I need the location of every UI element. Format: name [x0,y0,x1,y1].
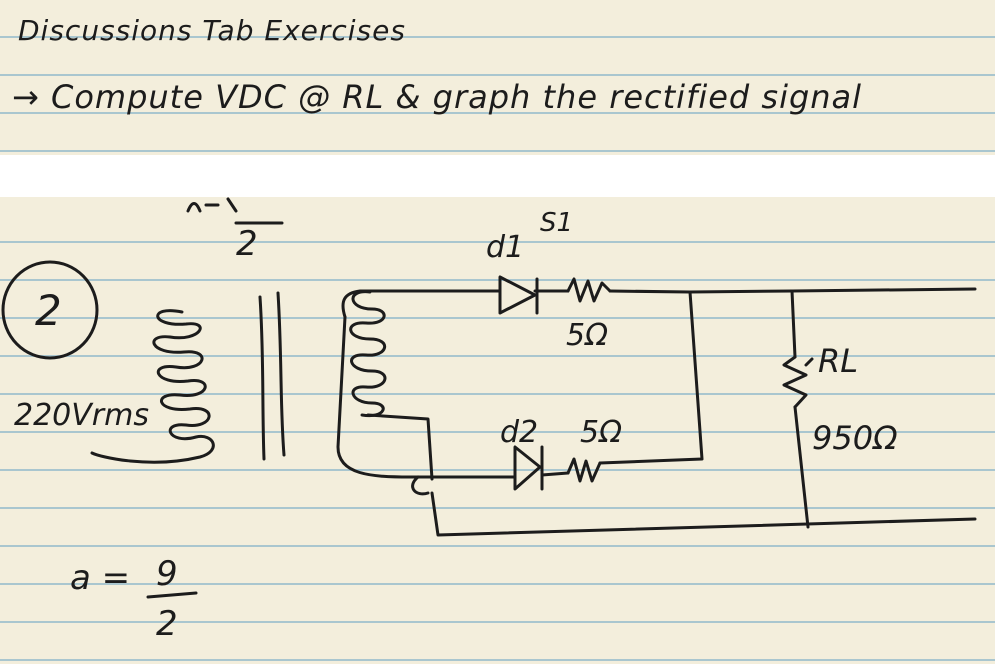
source-voltage-label: 220Vrms [14,398,149,433]
wire-secondary-inner [366,413,434,481]
diode-d1 [498,275,539,315]
top-ratio-den: 2 [236,224,258,264]
ratio-numerator: 9 [156,554,178,594]
load-resistor-mark [804,357,814,367]
core-line-1 [258,295,266,461]
ratio-denominator: 2 [156,604,178,644]
header-line-1: Discussions Tab Exercises [18,14,406,47]
wire-load-vertical [790,289,810,529]
resistor-r2 [566,457,602,483]
primary-coil [90,309,215,464]
diode-d2-label: d2 [500,415,538,450]
resistor-r1-value: 5Ω [566,318,608,353]
resistor-r1 [566,277,612,303]
wire-tap-loop [411,475,430,496]
wire-bottom [430,491,977,537]
rectifier-circuit-diagram: 2 2 220Vrms d1 S1 5Ω d2 5Ω RL 950Ω a = 9… [1,197,977,644]
diode-d2 [513,445,544,491]
core-line-2 [276,291,286,457]
diode-d1-label: d1 [486,230,524,265]
load-label: RL [818,342,858,380]
header-line-2: → Compute VDC @ RL & graph the rectified… [12,78,863,116]
load-resistor [782,355,808,409]
circuit-panel [0,197,995,664]
secondary-coil [349,290,387,418]
switch-label: S1 [540,208,573,238]
problem-number: 2 [35,286,62,335]
wire-top-right [608,287,977,294]
top-ratio-scribble [186,197,238,213]
wire-secondary-left [336,315,502,479]
ratio-a-label: a = [70,558,130,598]
ratio-fraction-bar [146,591,198,599]
wire-d2-leads [498,471,570,479]
load-value: 950Ω [812,419,898,457]
wire-bridge-right [598,290,704,465]
resistor-r2-value: 5Ω [580,415,622,450]
wire-top [341,289,502,319]
notes-header-panel: Discussions Tab Exercises → Compute VDC … [0,0,995,155]
problem-number-circle [1,260,99,360]
page-gap [0,155,995,197]
